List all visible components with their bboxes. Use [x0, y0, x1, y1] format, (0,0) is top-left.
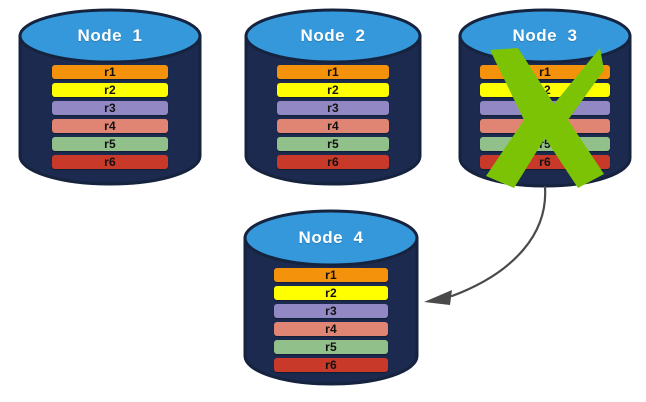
node-2: Node 2 r1 r2 r3 r4 r5 r6 [244, 8, 422, 186]
record-row: r4 [274, 322, 388, 336]
record-label: r5 [104, 137, 116, 151]
record-label: r4 [539, 119, 551, 133]
record-label: r5 [325, 340, 337, 354]
record-label: r6 [104, 155, 116, 169]
record-label: r3 [104, 101, 116, 115]
record-label: r6 [325, 358, 337, 372]
node-3-records: r1 r2 r3 r4 r5 r6 [458, 65, 632, 169]
record-label: r6 [539, 155, 551, 169]
record-row: r4 [52, 119, 168, 133]
record-label: r3 [539, 101, 551, 115]
record-row: r5 [52, 137, 168, 151]
record-label: r1 [104, 65, 116, 79]
record-label: r2 [539, 83, 551, 97]
record-row: r3 [52, 101, 168, 115]
record-row: r5 [480, 137, 610, 151]
record-row: r2 [277, 83, 389, 97]
record-label: r1 [539, 65, 551, 79]
record-row: r4 [277, 119, 389, 133]
record-row: r3 [277, 101, 389, 115]
record-label: r2 [104, 83, 116, 97]
arrow-head-icon [424, 290, 452, 305]
node-4: Node 4 r1 r2 r3 r4 r5 r6 [243, 208, 419, 386]
record-label: r3 [325, 304, 337, 318]
record-row: r1 [52, 65, 168, 79]
record-label: r5 [539, 137, 551, 151]
record-label: r4 [104, 119, 116, 133]
record-row: r1 [277, 65, 389, 79]
record-label: r2 [325, 286, 337, 300]
record-label: r1 [325, 268, 337, 282]
record-row: r1 [274, 268, 388, 282]
record-row: r5 [277, 137, 389, 151]
record-row: r2 [52, 83, 168, 97]
record-row: r2 [480, 83, 610, 97]
record-row: r3 [480, 101, 610, 115]
record-row: r6 [52, 155, 168, 169]
record-row: r5 [274, 340, 388, 354]
record-row: r6 [277, 155, 389, 169]
node-1: Node 1 r1 r2 r3 r4 r5 r6 [18, 8, 202, 186]
record-label: r4 [327, 119, 339, 133]
record-row: r3 [274, 304, 388, 318]
record-row: r6 [274, 358, 388, 372]
node-3: Node 3 r1 r2 r3 r4 r5 r6 [458, 8, 632, 188]
record-label: r6 [327, 155, 339, 169]
record-label: r4 [325, 322, 337, 336]
record-row: r4 [480, 119, 610, 133]
record-label: r5 [327, 137, 339, 151]
record-label: r2 [327, 83, 339, 97]
node-2-records: r1 r2 r3 r4 r5 r6 [244, 65, 422, 169]
node-4-records: r1 r2 r3 r4 r5 r6 [243, 268, 419, 372]
record-row: r2 [274, 286, 388, 300]
record-row: r1 [480, 65, 610, 79]
record-label: r1 [327, 65, 339, 79]
node-1-records: r1 r2 r3 r4 r5 r6 [18, 65, 202, 169]
record-label: r3 [327, 101, 339, 115]
record-row: r6 [480, 155, 610, 169]
